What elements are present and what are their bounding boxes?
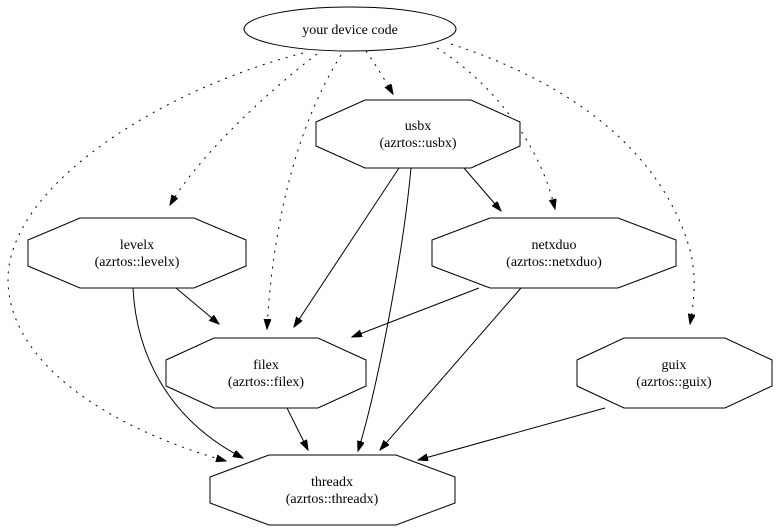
node-netxduo: netxduo (azrtos::netxduo) [431,217,677,289]
levelx-shape [27,217,247,289]
device-code-shape [243,6,457,52]
netxduo-shape [431,217,677,289]
edge-usbx-to-netxduo [463,167,501,211]
usbx-subtitle: (azrtos::usbx) [380,136,457,151]
guix-subtitle: (azrtos::guix) [636,375,712,390]
edge-levelx-to-threadx [132,287,243,458]
device-code-label: your device code [302,23,398,38]
edge-usbx-to-filex [294,167,400,327]
threadx-shape [209,454,456,526]
edge-levelx-to-filex [175,287,219,324]
edge-device-code-to-filex [267,54,342,329]
edge-device-code-to-threadx [7,52,304,461]
node-threadx: threadx (azrtos::threadx) [209,454,456,526]
edge-device-code-to-levelx [170,53,318,205]
node-levelx: levelx (azrtos::levelx) [27,217,247,289]
filex-title: filex [253,358,279,373]
node-filex: filex (azrtos::filex) [165,337,367,409]
guix-shape [576,337,773,409]
threadx-subtitle: (azrtos::threadx) [286,492,379,507]
node-guix: guix (azrtos::guix) [576,337,773,409]
edge-filex-to-threadx [286,407,308,450]
node-usbx: usbx (azrtos::usbx) [315,99,521,169]
edge-device-code-to-guix [450,43,694,324]
edge-device-code-to-usbx [365,50,393,94]
levelx-title: levelx [120,238,154,253]
edge-guix-to-threadx [418,407,606,460]
levelx-subtitle: (azrtos::levelx) [95,255,180,270]
usbx-title: usbx [405,119,431,134]
threadx-title: threadx [311,475,353,490]
node-device-code: your device code [243,6,457,52]
edge-netxduo-to-threadx [380,287,522,450]
node-layer: your device code usbx (azrtos::usbx) lev… [27,6,773,526]
edge-usbx-to-threadx [358,167,412,451]
usbx-shape [315,99,521,169]
edge-layer [7,43,694,461]
edge-netxduo-to-filex [352,287,480,337]
guix-title: guix [662,358,687,373]
filex-subtitle: (azrtos::filex) [228,375,305,390]
netxduo-subtitle: (azrtos::netxduo) [506,255,602,270]
netxduo-title: netxduo [531,238,576,253]
filex-shape [165,337,367,409]
